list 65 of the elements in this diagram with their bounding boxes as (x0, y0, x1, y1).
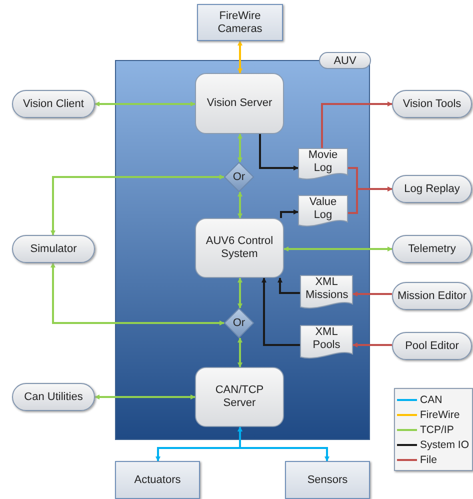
connector-arrow (50, 174, 224, 236)
node-label: Telemetry (408, 242, 456, 256)
document-shape (300, 275, 353, 311)
node-label: Value Log (308, 196, 338, 222)
node-label: Pool Editor (405, 340, 459, 352)
connector-arrow (94, 394, 196, 400)
connector-arrow (352, 342, 392, 348)
node-label: Sensors (307, 474, 348, 486)
decision-diamond (224, 162, 254, 192)
document-shape (300, 325, 353, 361)
connector-arrow (238, 426, 330, 462)
connector-arrow (280, 210, 298, 218)
application-pill (12, 90, 95, 118)
node-label: Can Utilities (24, 390, 83, 404)
node-label: Vision Client (23, 98, 84, 110)
node-label: Or (232, 170, 246, 184)
legend-label: File (420, 454, 437, 466)
decision-diamond (224, 308, 254, 338)
connector-arrow (238, 192, 242, 218)
node-label: Or (232, 316, 246, 330)
device-box (197, 4, 283, 41)
node-label: Log Replay (404, 182, 460, 196)
device-box (115, 461, 200, 499)
application-pill (392, 235, 472, 263)
node-label: Mission Editor (397, 290, 467, 302)
document-shape (298, 195, 348, 229)
node-label: Simulator (30, 242, 77, 256)
connector-arrow (348, 186, 392, 214)
connector-arrow (262, 278, 300, 346)
application-pill (392, 90, 472, 118)
legend-label: FireWire (420, 408, 460, 420)
application-pill (12, 383, 95, 411)
process-box (195, 218, 284, 278)
application-pill (392, 175, 472, 203)
connector-arrow (352, 292, 392, 296)
legend-label: CAN (420, 394, 442, 406)
node-label: Vision Server (206, 97, 272, 110)
connector-arrow (238, 40, 242, 74)
node-label: AUV (319, 52, 371, 69)
connector-arrow (284, 246, 392, 252)
connector-arrow (50, 262, 224, 326)
node-label: FireWire Cameras (216, 10, 264, 36)
node-label: Vision Tools (402, 98, 462, 110)
node-label: Movie Log (307, 149, 339, 174)
process-box (195, 73, 284, 134)
connector-arrow (94, 102, 196, 106)
application-pill (392, 332, 472, 360)
connector-arrow (238, 338, 242, 368)
node-label: XML Pools (312, 326, 342, 352)
connector-arrow (259, 134, 298, 170)
node-label: XML Missions (306, 276, 348, 302)
connector-arrow (278, 278, 300, 294)
application-pill (12, 235, 95, 263)
legend-label: System IO (420, 438, 470, 450)
document-shape (298, 148, 348, 182)
connector-arrow (238, 278, 242, 308)
node-label: AUV6 Control System (204, 235, 274, 261)
node-label: Actuators (134, 474, 181, 486)
device-box (285, 461, 370, 499)
legend-label: TCP/IP (420, 424, 454, 436)
node-label: CAN/TCP Server (214, 384, 265, 410)
connector-arrow (321, 102, 392, 148)
connector-arrow (238, 134, 242, 162)
process-box (195, 367, 284, 427)
application-pill (392, 282, 472, 310)
